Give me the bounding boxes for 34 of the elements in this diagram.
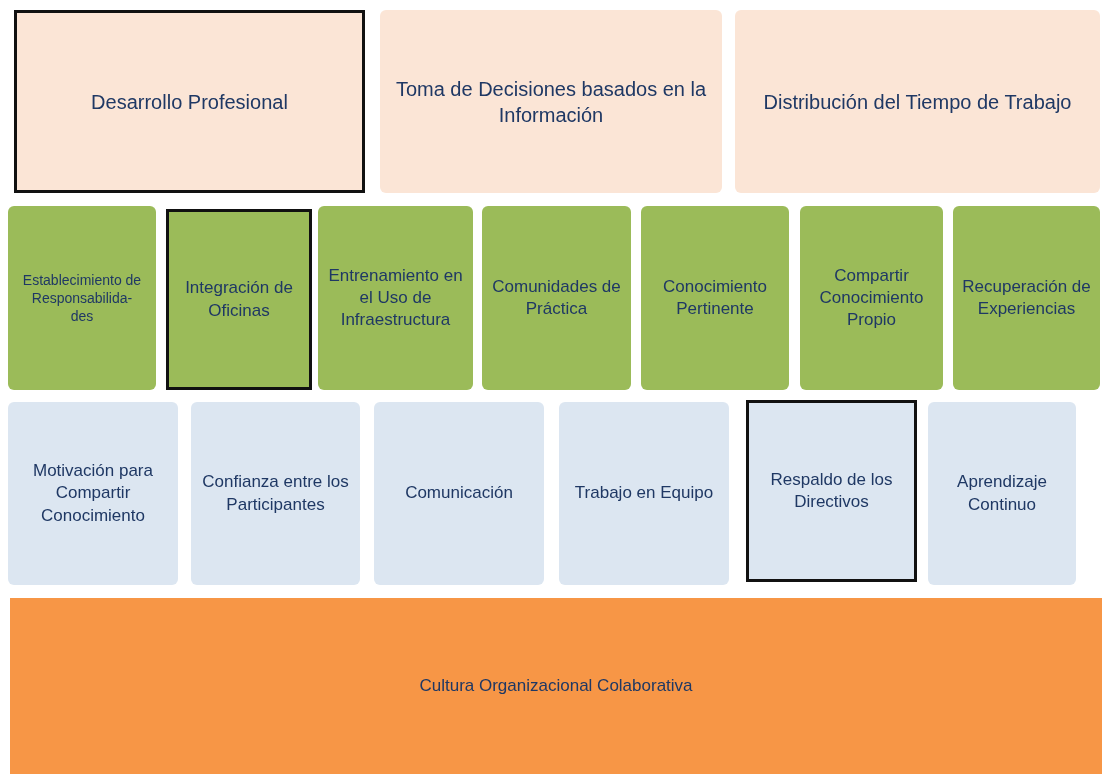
box-label: Integración de Oficinas	[184, 277, 294, 322]
concept-box	[641, 206, 789, 390]
concept-box	[380, 10, 722, 193]
box-label: Respaldo de los Directivos	[769, 468, 894, 513]
box-label: Comunicación	[405, 482, 513, 505]
concept-box	[14, 10, 365, 193]
concept-box	[800, 206, 943, 390]
box-label: Conocimiento Pertinente	[662, 275, 768, 320]
concept-box	[559, 402, 729, 585]
box-label: Motivación para Compartir Conocimiento	[32, 460, 154, 527]
foundation-band	[10, 598, 1102, 774]
box-label: Establecimiento de Responsabilida- des	[21, 270, 143, 326]
concept-box	[318, 206, 473, 390]
concept-box	[746, 400, 917, 582]
box-label: Toma de Decisiones basados en la Información	[394, 76, 708, 128]
box-label: Comunidades de Práctica	[491, 275, 622, 320]
concept-box	[8, 206, 156, 390]
box-label: Aprendizaje Continuo	[956, 471, 1048, 516]
concept-box	[482, 206, 631, 390]
concept-box	[166, 209, 312, 390]
concept-box	[191, 402, 360, 585]
concept-box	[374, 402, 544, 585]
box-label: Distribución del Tiempo de Trabajo	[763, 89, 1072, 115]
concept-box	[953, 206, 1100, 390]
box-label: Desarrollo Profesional	[91, 89, 288, 115]
box-label: Recuperación de Experiencias	[961, 275, 1092, 320]
box-label: Compartir Conocimiento Propio	[818, 264, 925, 332]
concept-box	[928, 402, 1076, 585]
concept-box	[735, 10, 1100, 193]
box-label: Trabajo en Equipo	[574, 482, 714, 505]
box-label: Cultura Organizacional Colaborativa	[419, 674, 693, 697]
concept-box	[8, 402, 178, 585]
box-label: Confianza entre los Participantes	[201, 471, 350, 516]
box-label: Entrenamiento en el Uso de Infraestructura	[327, 264, 464, 332]
